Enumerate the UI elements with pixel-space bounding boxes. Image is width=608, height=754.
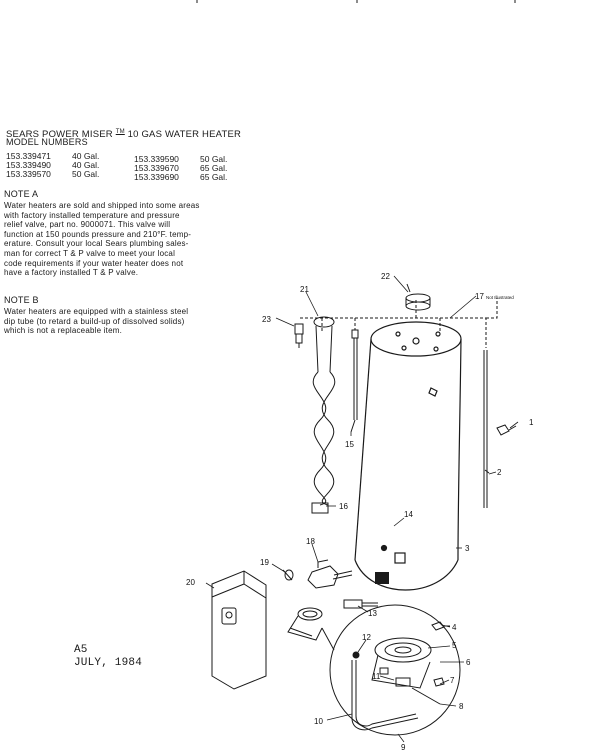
callout-5: 5 xyxy=(452,641,457,650)
note-a-heading: NOTE A xyxy=(4,189,39,199)
leader-lines xyxy=(205,275,519,743)
scan-marks xyxy=(196,0,516,3)
model-row: 153.339490 40 Gal. xyxy=(6,160,100,171)
callout-14: 14 xyxy=(404,510,413,519)
note-line: Water heaters are equipped with a stainl… xyxy=(4,307,189,316)
part-long-rod xyxy=(483,350,490,508)
callout-19: 19 xyxy=(260,558,269,567)
note-line: function at 150 pounds pressure and 210°… xyxy=(4,229,192,239)
note-line: erature. Consult your local Sears plumbi… xyxy=(4,239,189,249)
note-b-heading: NOTE B xyxy=(4,295,39,305)
callout-3: 3 xyxy=(465,544,470,553)
part-outer-door xyxy=(211,570,267,690)
callout-11: 11 xyxy=(372,672,381,681)
callout-16: 16 xyxy=(339,502,348,511)
note-b-body: Water heaters are equipped with a stainl… xyxy=(4,307,240,336)
document-date: JULY, 1984 xyxy=(74,657,143,669)
callout-17-note: Not Illustrated xyxy=(486,295,514,300)
model-size: 40 Gal. xyxy=(72,160,100,170)
note-line: man for correct T & P valve to meet your… xyxy=(4,248,176,258)
model-row: 153.339570 50 Gal. xyxy=(6,169,100,180)
model-numbers-heading: MODEL NUMBERS xyxy=(6,137,88,147)
model-size: 65 Gal. xyxy=(200,172,228,182)
model-number: 153.339490 xyxy=(6,160,51,170)
note-a-body: Water heaters are sold and shipped into … xyxy=(4,201,240,278)
model-row: 153.339690 65 Gal. xyxy=(134,172,228,183)
callout-15: 15 xyxy=(345,440,354,449)
model-number: 153.339690 xyxy=(134,172,179,182)
model-number: 153.339670 xyxy=(134,163,179,173)
model-number: 153.339570 xyxy=(6,169,51,179)
callout-21: 21 xyxy=(300,285,309,294)
callout-7: 7 xyxy=(450,676,455,685)
model-row: 153.339471 40 Gal. xyxy=(6,151,100,162)
callout-9: 9 xyxy=(401,743,406,752)
part-relief-valve xyxy=(294,323,304,348)
model-size: 40 Gal. xyxy=(72,151,100,161)
part-manifold xyxy=(343,599,378,609)
callout-13: 13 xyxy=(368,609,377,618)
model-size: 50 Gal. xyxy=(200,154,228,164)
note-line: Water heaters are sold and shipped into … xyxy=(4,201,200,210)
model-size: 65 Gal. xyxy=(200,163,228,173)
callout-12: 12 xyxy=(362,633,371,642)
callout-10: 10 xyxy=(314,717,323,726)
title-suffix: 10 GAS WATER HEATER xyxy=(127,129,242,141)
part-anode-rod xyxy=(350,329,359,433)
note-line: with factory installed temperature and p… xyxy=(4,210,180,220)
note-line: dip tube (to retard a build-up of dissol… xyxy=(4,316,185,326)
note-line: code requirements if your water heater d… xyxy=(4,258,184,268)
callout-2: 2 xyxy=(497,468,502,477)
model-number: 153.339471 xyxy=(6,151,51,161)
part-burner-small xyxy=(287,607,323,641)
part-flue-baffle xyxy=(405,283,431,311)
callout-20: 20 xyxy=(186,578,195,587)
document-title: SEARS POWER MISER TM 10 GAS WATER HEATER xyxy=(6,127,241,140)
callout-4: 4 xyxy=(452,623,457,632)
note-line: which is not a replaceable item. xyxy=(4,326,123,336)
model-number: 153.339590 xyxy=(134,154,179,164)
callout-8: 8 xyxy=(459,702,464,711)
note-line: relief valve, part no. 9000071. This val… xyxy=(4,220,171,230)
part-gas-control xyxy=(307,559,353,589)
callout-22: 22 xyxy=(381,272,390,281)
callout-17: 17 xyxy=(475,292,484,301)
part-drain-valve xyxy=(496,424,517,436)
detail-circle-burner xyxy=(321,604,461,736)
callout-1: 1 xyxy=(529,418,534,427)
callout-labels: 22 21 23 17 Not Illustrated 15 1 2 14 3 … xyxy=(186,272,534,752)
trademark-mark: TM xyxy=(115,129,125,135)
callout-18: 18 xyxy=(306,537,315,546)
part-dip-tube xyxy=(311,316,336,514)
model-size: 50 Gal. xyxy=(72,169,100,179)
callout-23: 23 xyxy=(262,315,271,324)
document-code: A5 xyxy=(74,644,88,656)
note-line: have a factory installed T & P valve. xyxy=(4,268,139,278)
title-prefix: SEARS POWER MISER xyxy=(6,129,113,141)
model-row: 153.339670 65 Gal. xyxy=(134,163,228,174)
model-row: 153.339590 50 Gal. xyxy=(134,154,228,165)
water-heater-tank xyxy=(354,321,462,591)
callout-6: 6 xyxy=(466,658,471,667)
